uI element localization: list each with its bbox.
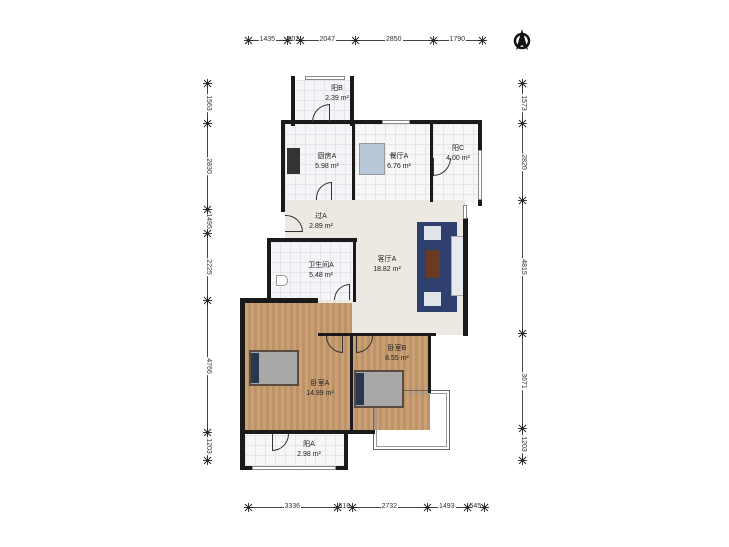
- dimension-label-top: 2047: [318, 36, 337, 44]
- north-arrow-icon: [513, 26, 531, 57]
- wall: [428, 333, 431, 393]
- dimension-tick-icon: [518, 423, 527, 433]
- dimension-tick-icon: [518, 78, 527, 88]
- dimension-tick-icon: [347, 503, 357, 512]
- dimension-label-left: 2830: [203, 157, 212, 175]
- bay-window: [373, 390, 450, 450]
- dimension-label-bottom: 3336: [283, 503, 302, 511]
- dimension-label-right: 4815: [518, 257, 527, 276]
- dimension-tick-icon: [332, 503, 342, 512]
- pillows-b: [356, 373, 364, 405]
- dimension-label-top: 1435: [258, 36, 277, 44]
- dimension-label-left: 1495: [203, 212, 212, 230]
- dimension-tick-icon: [350, 36, 360, 45]
- dimension-label-bottom: 2732: [380, 503, 399, 511]
- dining-table: [359, 143, 385, 175]
- dimension-tick-icon: [203, 427, 212, 437]
- armchair: [424, 226, 441, 240]
- wall: [318, 333, 436, 336]
- wall: [240, 298, 318, 303]
- armchair: [424, 292, 441, 306]
- dimension-tick-icon: [518, 328, 527, 338]
- wall: [463, 218, 468, 336]
- wall: [240, 298, 245, 470]
- dimension-label-bottom: 518: [337, 503, 352, 511]
- dimension-label-top: 502: [286, 36, 301, 44]
- dimension-tick-icon: [203, 295, 212, 305]
- dimension-tick-icon: [518, 195, 527, 205]
- window: [382, 120, 410, 124]
- dimension-tick-icon: [203, 78, 212, 88]
- pillows-a: [251, 353, 259, 383]
- dimension-tick-icon: [422, 503, 432, 512]
- dimension-label-left: 1203: [203, 437, 212, 455]
- dimension-tick-icon: [243, 36, 253, 45]
- coffee-table: [426, 250, 440, 278]
- wall: [353, 238, 356, 302]
- dimension-label-bottom: 545: [468, 503, 483, 511]
- dimension-tick-icon: [428, 36, 438, 45]
- window: [252, 466, 336, 470]
- dimension-label-right: 3671: [518, 371, 527, 390]
- wall: [267, 238, 357, 242]
- dimension-label-right: 1573: [518, 94, 527, 112]
- dimension-label-right: 1203: [518, 435, 527, 453]
- dimension-tick-icon: [518, 118, 527, 128]
- wall: [281, 120, 481, 124]
- dimension-tick-icon: [479, 503, 489, 512]
- dimension-label-top: 2850: [385, 36, 403, 44]
- dimension-label-right: 2820: [518, 152, 527, 171]
- dimension-tick-icon: [295, 36, 305, 45]
- wall: [352, 120, 355, 200]
- window: [305, 76, 345, 80]
- dimension-label-left: 1563: [203, 94, 212, 112]
- dimension-line-top: [248, 40, 482, 41]
- dimension-tick-icon: [518, 455, 527, 465]
- wall: [291, 76, 295, 126]
- wall: [240, 430, 375, 434]
- dimension-tick-icon: [203, 228, 212, 238]
- dimension-tick-icon: [203, 455, 212, 465]
- room-balcony-b: [294, 80, 352, 124]
- room-balcony-a: [245, 435, 345, 468]
- wall: [267, 238, 271, 302]
- window: [478, 150, 482, 200]
- wall: [350, 333, 353, 433]
- dimension-label-left: 4766: [203, 357, 212, 375]
- stove: [287, 148, 300, 174]
- wall: [350, 76, 354, 126]
- dimension-label-left: 2225: [203, 257, 212, 276]
- window: [463, 205, 467, 219]
- dimension-tick-icon: [462, 503, 472, 512]
- wall: [344, 430, 348, 470]
- dimension-label-bottom: 1493: [438, 503, 456, 511]
- dimension-tick-icon: [282, 36, 292, 45]
- wall: [430, 120, 433, 202]
- dimension-tick-icon: [203, 204, 212, 214]
- dimension-tick-icon: [203, 118, 212, 128]
- wall: [281, 120, 285, 212]
- bay-window-inner: [376, 393, 447, 447]
- dimension-tick-icon: [243, 503, 253, 512]
- dimension-line-bottom: [248, 507, 484, 508]
- toilet: [276, 275, 288, 286]
- dimension-tick-icon: [477, 36, 487, 45]
- dimension-label-top: 1790: [448, 36, 467, 44]
